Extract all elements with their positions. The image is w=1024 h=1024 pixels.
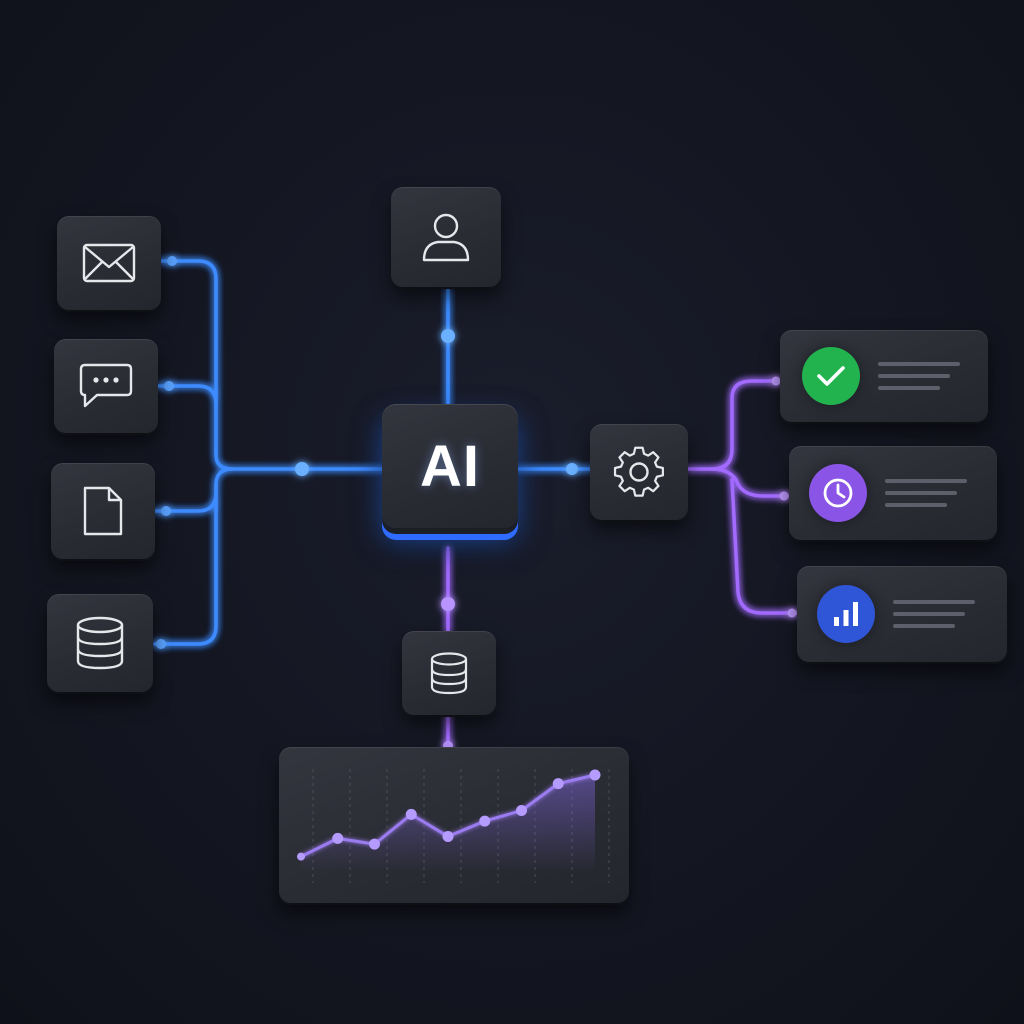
- dot-storage: [441, 597, 455, 611]
- ai-core-node[interactable]: AI: [382, 404, 518, 528]
- dot-out-analytics: [787, 608, 797, 618]
- dot-top: [441, 329, 455, 343]
- document-icon: [83, 486, 123, 536]
- analytics-badge: [817, 585, 875, 643]
- database-node[interactable]: [47, 594, 153, 692]
- placeholder-text-lines: [893, 600, 975, 628]
- wire-email: [158, 259, 387, 471]
- wire-out-pending: [710, 467, 792, 498]
- wire-chat: [156, 384, 218, 406]
- pending-badge: [809, 464, 867, 522]
- chat-bubble-icon: [79, 363, 133, 408]
- chat-node[interactable]: [54, 339, 158, 433]
- document-node[interactable]: [51, 463, 155, 559]
- storage-node[interactable]: [402, 631, 496, 715]
- dot-out-pending: [779, 491, 789, 501]
- ai-label: AI: [420, 433, 480, 499]
- output-card-analytics[interactable]: [797, 566, 1007, 662]
- wire-document: [153, 467, 234, 513]
- bar-chart-icon: [834, 602, 858, 626]
- chart-point: [479, 815, 491, 827]
- line-chart: [297, 769, 610, 883]
- checkmark-icon: [817, 366, 845, 386]
- chart-point: [589, 769, 601, 781]
- output-card-success[interactable]: [780, 330, 988, 422]
- user-node[interactable]: [391, 187, 501, 287]
- gear-icon: [613, 446, 664, 497]
- chart-point: [516, 805, 527, 817]
- dot-document: [161, 506, 171, 516]
- clock-icon: [823, 478, 853, 508]
- dot-out-success: [771, 376, 781, 386]
- output-card-pending[interactable]: [789, 446, 997, 540]
- chart-point: [552, 778, 564, 790]
- chart-point: [369, 838, 380, 850]
- chart-point: [297, 852, 305, 861]
- success-badge: [802, 347, 860, 405]
- placeholder-text-lines: [885, 479, 967, 507]
- processor-node[interactable]: [590, 424, 688, 520]
- chart-points: [297, 769, 601, 861]
- wire-out-success: [686, 379, 782, 471]
- dot-chat: [164, 381, 174, 391]
- chart-card[interactable]: [279, 747, 629, 903]
- database-icon: [430, 652, 468, 695]
- dot-email: [167, 256, 177, 266]
- chart-point: [405, 808, 417, 820]
- wire-database: [153, 483, 218, 646]
- email-node[interactable]: [57, 216, 161, 310]
- user-icon: [422, 213, 470, 262]
- dot-processor: [566, 463, 578, 475]
- placeholder-text-lines: [878, 362, 960, 390]
- dot-database: [156, 639, 166, 649]
- dot-bus: [295, 462, 309, 476]
- chart-point: [332, 832, 344, 844]
- wire-out-analytics: [730, 478, 800, 615]
- envelope-icon: [82, 243, 136, 283]
- database-icon: [76, 616, 124, 670]
- chart-point: [442, 830, 454, 842]
